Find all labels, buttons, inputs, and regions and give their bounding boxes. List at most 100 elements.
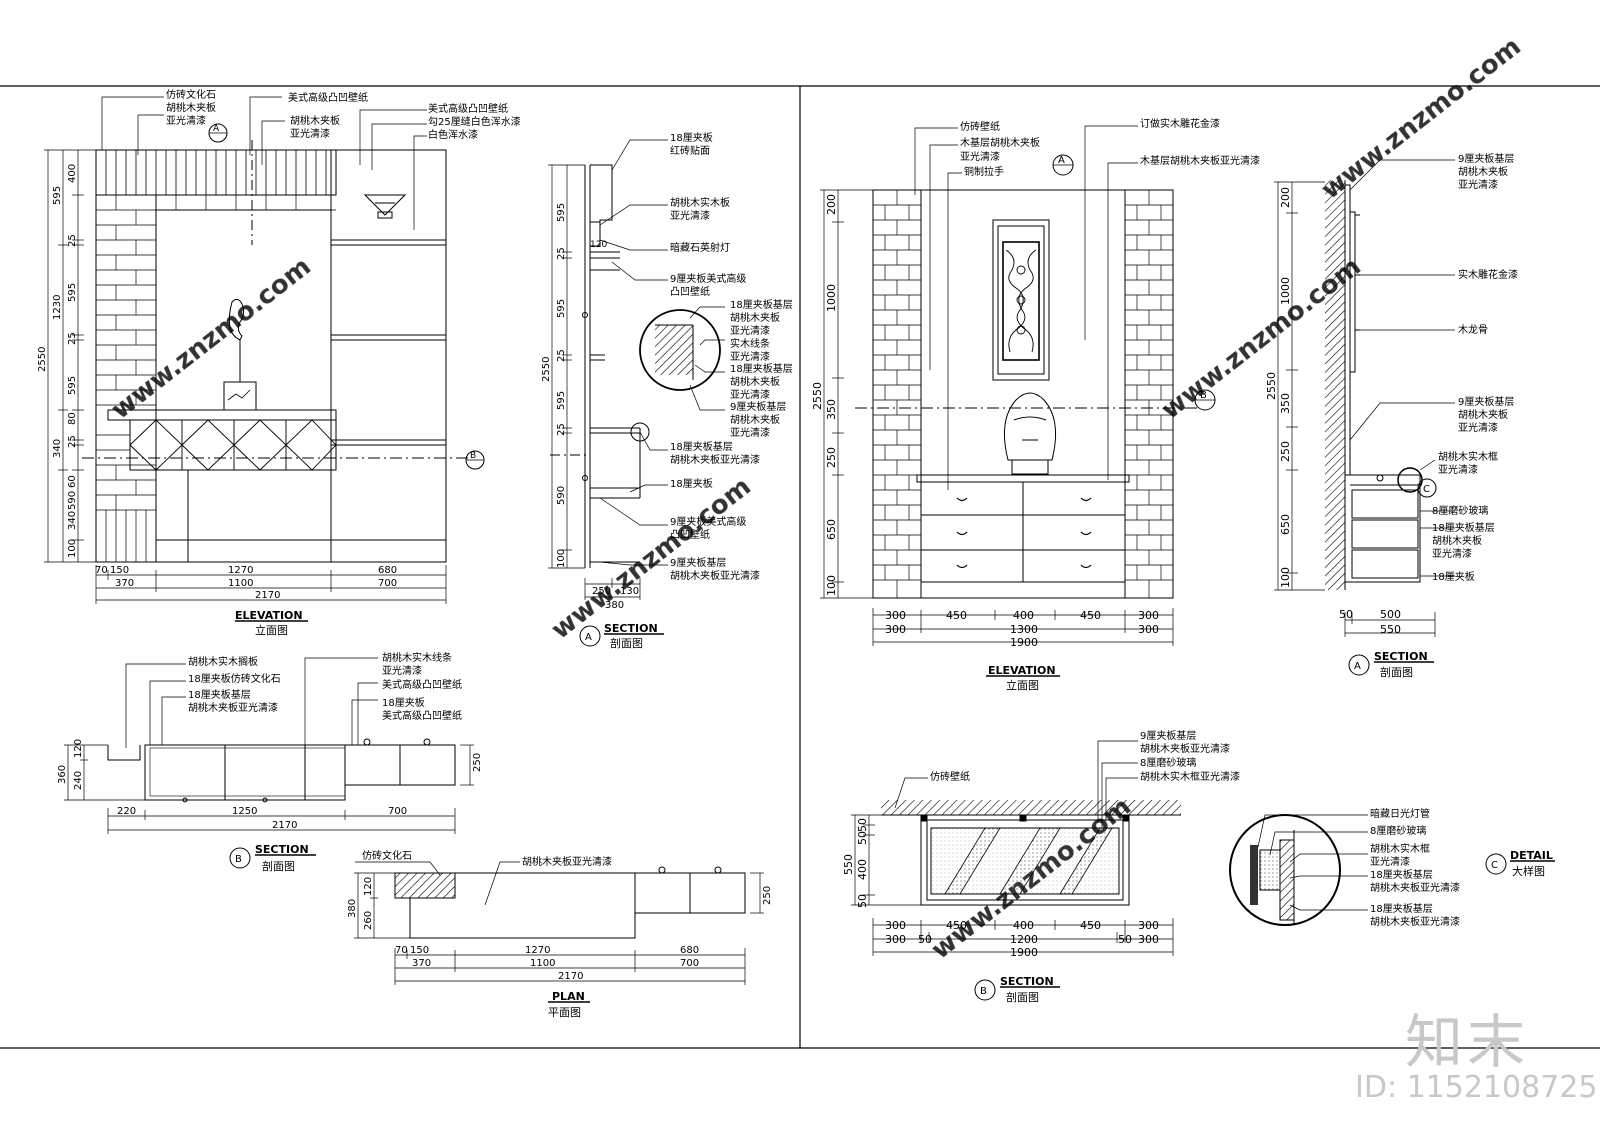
svg-text:8厘磨砂玻璃: 8厘磨砂玻璃 [1370, 824, 1426, 837]
svg-text:340: 340 [52, 439, 63, 458]
svg-text:450: 450 [1080, 919, 1101, 932]
glass-reflections [944, 827, 1113, 895]
svg-text:B: B [235, 854, 242, 865]
svg-text:DETAIL: DETAIL [1510, 849, 1553, 862]
top-slats [105, 150, 327, 195]
svg-text:胡桃木夹板: 胡桃木夹板 [1432, 534, 1482, 547]
right-detail-c [1229, 814, 1341, 926]
svg-text:美式高级凸凹壁纸: 美式高级凸凹壁纸 [382, 678, 462, 691]
svg-text:暗藏石英射灯: 暗藏石英射灯 [670, 241, 730, 254]
svg-text:300: 300 [885, 933, 906, 946]
svg-text:2550: 2550 [1265, 372, 1278, 400]
svg-text:9厘夹板基层: 9厘夹板基层 [730, 400, 786, 413]
svg-text:360: 360 [57, 765, 68, 784]
svg-text:300: 300 [1138, 933, 1159, 946]
left-section-b-title: B SECTION 剖面图 [229, 843, 316, 873]
svg-text:1270: 1270 [228, 565, 253, 576]
svg-text:亚光清漆: 亚光清漆 [166, 114, 206, 127]
svg-text:凸凹壁纸: 凸凹壁纸 [670, 285, 710, 298]
svg-text:胡桃木实木线条: 胡桃木实木线条 [382, 651, 452, 664]
svg-text:A: A [213, 124, 220, 134]
svg-text:150: 150 [110, 565, 129, 576]
left-section-b-dim-text: 120 240 360 250 220 1250 700 2170 [57, 739, 483, 831]
diamond-panels [129, 419, 337, 471]
svg-text:PLAN: PLAN [552, 990, 585, 1003]
left-section-a-callouts: 18厘夹板 红砖贴面 胡桃木实木板 亚光清漆 暗藏石英射灯 9厘夹板美式高级 凸… [590, 131, 793, 582]
svg-text:胡桃木夹板亚光清漆: 胡桃木夹板亚光清漆 [1140, 742, 1230, 755]
left-plan [394, 866, 746, 939]
svg-text:370: 370 [412, 958, 431, 969]
svg-text:A: A [1058, 155, 1065, 166]
svg-text:18厘夹板基层: 18厘夹板基层 [1432, 521, 1495, 534]
svg-text:50: 50 [856, 818, 869, 832]
svg-text:胡桃木实木板: 胡桃木实木板 [670, 196, 730, 209]
svg-text:胡桃木夹板亚光清漆: 胡桃木夹板亚光清漆 [188, 701, 278, 714]
svg-text:9厘夹板美式高级: 9厘夹板美式高级 [670, 515, 746, 528]
left-section-b-leaders [125, 657, 378, 748]
left-section-b-dims [64, 744, 474, 834]
svg-text:18厘夹板: 18厘夹板 [670, 477, 713, 490]
svg-text:亚光清漆: 亚光清漆 [730, 426, 770, 439]
svg-text:胡桃木夹板亚光清漆: 胡桃木夹板亚光清漆 [522, 855, 612, 868]
svg-text:暗藏日光灯管: 暗藏日光灯管 [1370, 807, 1430, 820]
svg-text:1100: 1100 [530, 958, 555, 969]
svg-text:595: 595 [67, 376, 78, 395]
svg-text:120: 120 [363, 877, 374, 896]
svg-text:300: 300 [1138, 623, 1159, 636]
svg-text:595: 595 [556, 391, 567, 410]
left-elev-dim-h-lines [95, 565, 447, 604]
svg-text:胡桃木夹板: 胡桃木夹板 [730, 375, 780, 388]
wall-lamp [363, 194, 407, 219]
svg-text:18厘夹板基层: 18厘夹板基层 [730, 298, 793, 311]
svg-text:1200: 1200 [1010, 933, 1038, 946]
left-plan-dims [354, 872, 764, 985]
svg-text:剖面图: 剖面图 [1380, 665, 1413, 679]
sheet-frame [0, 85, 1600, 1049]
svg-text:380: 380 [347, 899, 358, 918]
svg-text:美式高级凸凹壁纸: 美式高级凸凹壁纸 [428, 102, 508, 115]
svg-text:白色浑水漆: 白色浑水漆 [428, 128, 478, 141]
svg-text:250: 250 [472, 753, 483, 772]
right-section-a-title: A SECTION 剖面图 [1348, 650, 1434, 679]
svg-text:550: 550 [1380, 623, 1401, 636]
right-elev-leaders [914, 125, 1138, 490]
svg-text:SECTION: SECTION [1374, 650, 1428, 663]
svg-text:25: 25 [556, 349, 567, 362]
svg-text:650: 650 [825, 519, 838, 540]
sculpture [223, 298, 257, 411]
svg-text:380: 380 [605, 600, 624, 611]
svg-text:400: 400 [856, 859, 869, 880]
svg-text:胡桃木实木框: 胡桃木实木框 [1438, 450, 1498, 463]
svg-text:剖面图: 剖面图 [610, 636, 643, 650]
right-elev-markers: A B [1052, 154, 1216, 411]
svg-text:ELEVATION: ELEVATION [988, 664, 1056, 677]
svg-text:亚光清漆: 亚光清漆 [730, 388, 770, 401]
svg-text:50: 50 [918, 933, 932, 946]
svg-text:B: B [1200, 390, 1207, 401]
svg-text:340: 340 [67, 511, 78, 530]
svg-text:亚光清漆: 亚光清漆 [960, 150, 1000, 163]
left-section-b [107, 738, 456, 803]
left-section-a-title: A SECTION 剖面图 [579, 622, 664, 650]
svg-text:亚光清漆: 亚光清漆 [670, 209, 710, 222]
svg-text:680: 680 [680, 945, 699, 956]
svg-text:胡桃木夹板: 胡桃木夹板 [730, 413, 780, 426]
left-plan-dim-text: 120 260 380 250 70 150 1270 680 370 1100… [347, 877, 773, 982]
svg-text:胡桃木夹板: 胡桃木夹板 [730, 311, 780, 324]
svg-text:剖面图: 剖面图 [1006, 990, 1039, 1004]
left-elevation [82, 140, 470, 563]
svg-text:勾25厘缝白色浑水漆: 勾25厘缝白色浑水漆 [428, 115, 521, 128]
svg-text:A: A [585, 632, 592, 643]
svg-text:亚光清漆: 亚光清漆 [1370, 855, 1410, 868]
svg-text:300: 300 [885, 623, 906, 636]
left-section-a-dim-text: 595 25 595 25 595 25 590 100 2550 250 13… [541, 203, 639, 611]
left-elev-dims-h: 70 150 1270 680 370 1100 700 2170 [95, 565, 397, 601]
svg-text:50: 50 [856, 831, 869, 845]
svg-text:亚光清漆: 亚光清漆 [730, 324, 770, 337]
right-section-b-title: B SECTION 剖面图 [974, 975, 1060, 1004]
right-section-a-callouts: 9厘夹板基层 胡桃木夹板 亚光清漆 实木雕花金漆 木龙骨 9厘夹板基层 胡桃木夹… [1432, 152, 1518, 583]
svg-text:9厘夹板美式高级: 9厘夹板美式高级 [670, 272, 746, 285]
svg-text:2170: 2170 [272, 820, 297, 831]
svg-text:25: 25 [67, 435, 78, 448]
svg-text:胡桃木夹板: 胡桃木夹板 [1458, 408, 1508, 421]
